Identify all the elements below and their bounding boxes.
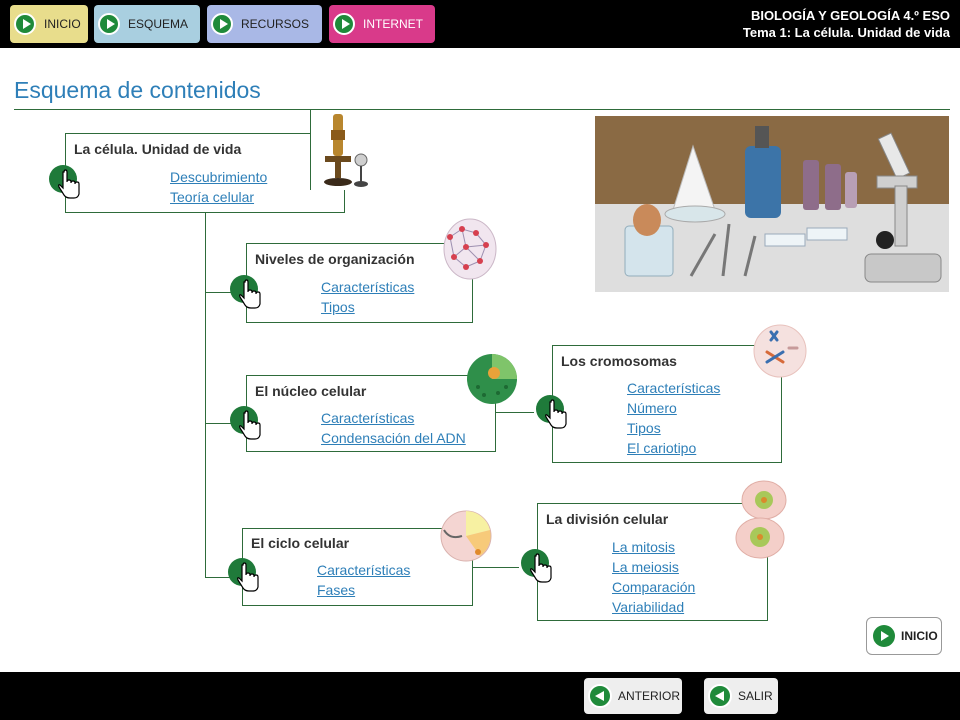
lab-equipment-image	[595, 116, 949, 292]
box-division: La división celular La mitosis La meiosi…	[537, 503, 768, 621]
hand-pointer-icon[interactable]	[227, 557, 263, 595]
cell-cycle-icon	[440, 510, 492, 562]
hand-pointer-icon[interactable]	[48, 164, 84, 202]
connector-nucleo	[205, 423, 246, 424]
link-niveles-caracteristicas[interactable]: Características	[321, 279, 415, 295]
link-cromosomas-caracteristicas[interactable]: Características	[627, 380, 721, 396]
link-teoria-celular[interactable]: Teoría celular	[170, 189, 255, 205]
anterior-label: ANTERIOR	[618, 689, 681, 703]
box-nucleo: El núcleo celular Características Conden…	[246, 375, 496, 452]
link-cromosomas-numero[interactable]: Número	[627, 400, 677, 416]
hand-pointer-icon[interactable]	[520, 548, 556, 586]
link-niveles-tipos[interactable]: Tipos	[321, 299, 355, 315]
hand-pointer-icon[interactable]	[229, 274, 265, 312]
header-title: BIOLOGÍA Y GEOLOGÍA 4.º ESO Tema 1: La c…	[743, 7, 950, 41]
box-celula: La célula. Unidad de vida Descubrimiento…	[65, 133, 345, 213]
header-course: BIOLOGÍA Y GEOLOGÍA 4.º ESO	[750, 8, 950, 23]
link-ciclo-fases[interactable]: Fases	[317, 582, 356, 598]
box-niveles-title: Niveles de organización	[255, 251, 415, 267]
hand-pointer-icon[interactable]	[535, 394, 571, 432]
nav-esquema-button[interactable]: ESQUEMA	[94, 5, 200, 43]
page-title: Esquema de contenidos	[14, 77, 261, 103]
box-ciclo-title: El ciclo celular	[251, 535, 350, 551]
box-niveles: Niveles de organización Características …	[246, 243, 473, 323]
salir-button[interactable]: SALIR	[704, 678, 778, 714]
box-nucleo-title: El núcleo celular	[255, 383, 367, 399]
dividing-cell-icon	[735, 480, 787, 559]
nav-recursos-label: RECURSOS	[241, 17, 310, 31]
connector-division	[473, 567, 519, 568]
link-mitosis[interactable]: La mitosis	[612, 539, 676, 555]
box-cromosomas: Los cromosomas Características Número Ti…	[552, 345, 782, 463]
play-right-icon	[211, 13, 233, 35]
link-cromosomas-tipos[interactable]: Tipos	[627, 420, 661, 436]
box-division-title: La división celular	[546, 511, 669, 527]
link-descubrimiento[interactable]: Descubrimiento	[170, 169, 268, 185]
microscope-icon	[310, 110, 374, 190]
nucleus-icon	[467, 354, 517, 404]
connector-cromosomas	[496, 412, 534, 413]
nav-esquema-label: ESQUEMA	[128, 17, 189, 31]
connector-ciclo	[205, 577, 242, 578]
box-cromosomas-title: Los cromosomas	[561, 353, 677, 369]
link-condensacion-adn[interactable]: Condensación del ADN	[321, 430, 466, 446]
connector-niveles	[205, 292, 246, 293]
header-topic: Tema 1: La célula. Unidad de vida	[742, 25, 950, 40]
tree-trunk-line	[205, 213, 206, 578]
nav-internet-button[interactable]: INTERNET	[329, 5, 435, 43]
nav-internet-label: INTERNET	[363, 17, 423, 31]
cell-network-icon	[443, 218, 497, 280]
header-bar: INICIO ESQUEMA RECURSOS INTERNET BIOLOGÍ…	[0, 0, 960, 48]
play-right-icon	[873, 625, 895, 647]
hand-pointer-icon[interactable]	[229, 405, 265, 443]
link-variabilidad[interactable]: Variabilidad	[612, 599, 685, 615]
link-comparacion[interactable]: Comparación	[612, 579, 696, 595]
inicio-bottom-label: INICIO	[901, 629, 938, 643]
link-meiosis[interactable]: La meiosis	[612, 559, 679, 575]
play-left-icon	[588, 684, 612, 708]
salir-label: SALIR	[738, 689, 773, 703]
play-left-icon	[708, 684, 732, 708]
link-ciclo-caracteristicas[interactable]: Características	[317, 562, 411, 578]
chromosome-icon	[753, 324, 807, 378]
title-divider	[14, 109, 950, 110]
play-right-icon	[14, 13, 36, 35]
link-nucleo-caracteristicas[interactable]: Características	[321, 410, 415, 426]
box-celula-title: La célula. Unidad de vida	[74, 141, 242, 157]
play-right-icon	[98, 13, 120, 35]
link-cariotipo[interactable]: El cariotipo	[627, 440, 697, 456]
nav-inicio-button[interactable]: INICIO	[10, 5, 88, 43]
nav-inicio-label: INICIO	[44, 17, 81, 31]
nav-recursos-button[interactable]: RECURSOS	[207, 5, 322, 43]
play-right-icon	[333, 13, 355, 35]
footer-bar: ANTERIOR SALIR	[0, 672, 960, 720]
inicio-bottom-button[interactable]: INICIO	[866, 617, 942, 655]
anterior-button[interactable]: ANTERIOR	[584, 678, 682, 714]
